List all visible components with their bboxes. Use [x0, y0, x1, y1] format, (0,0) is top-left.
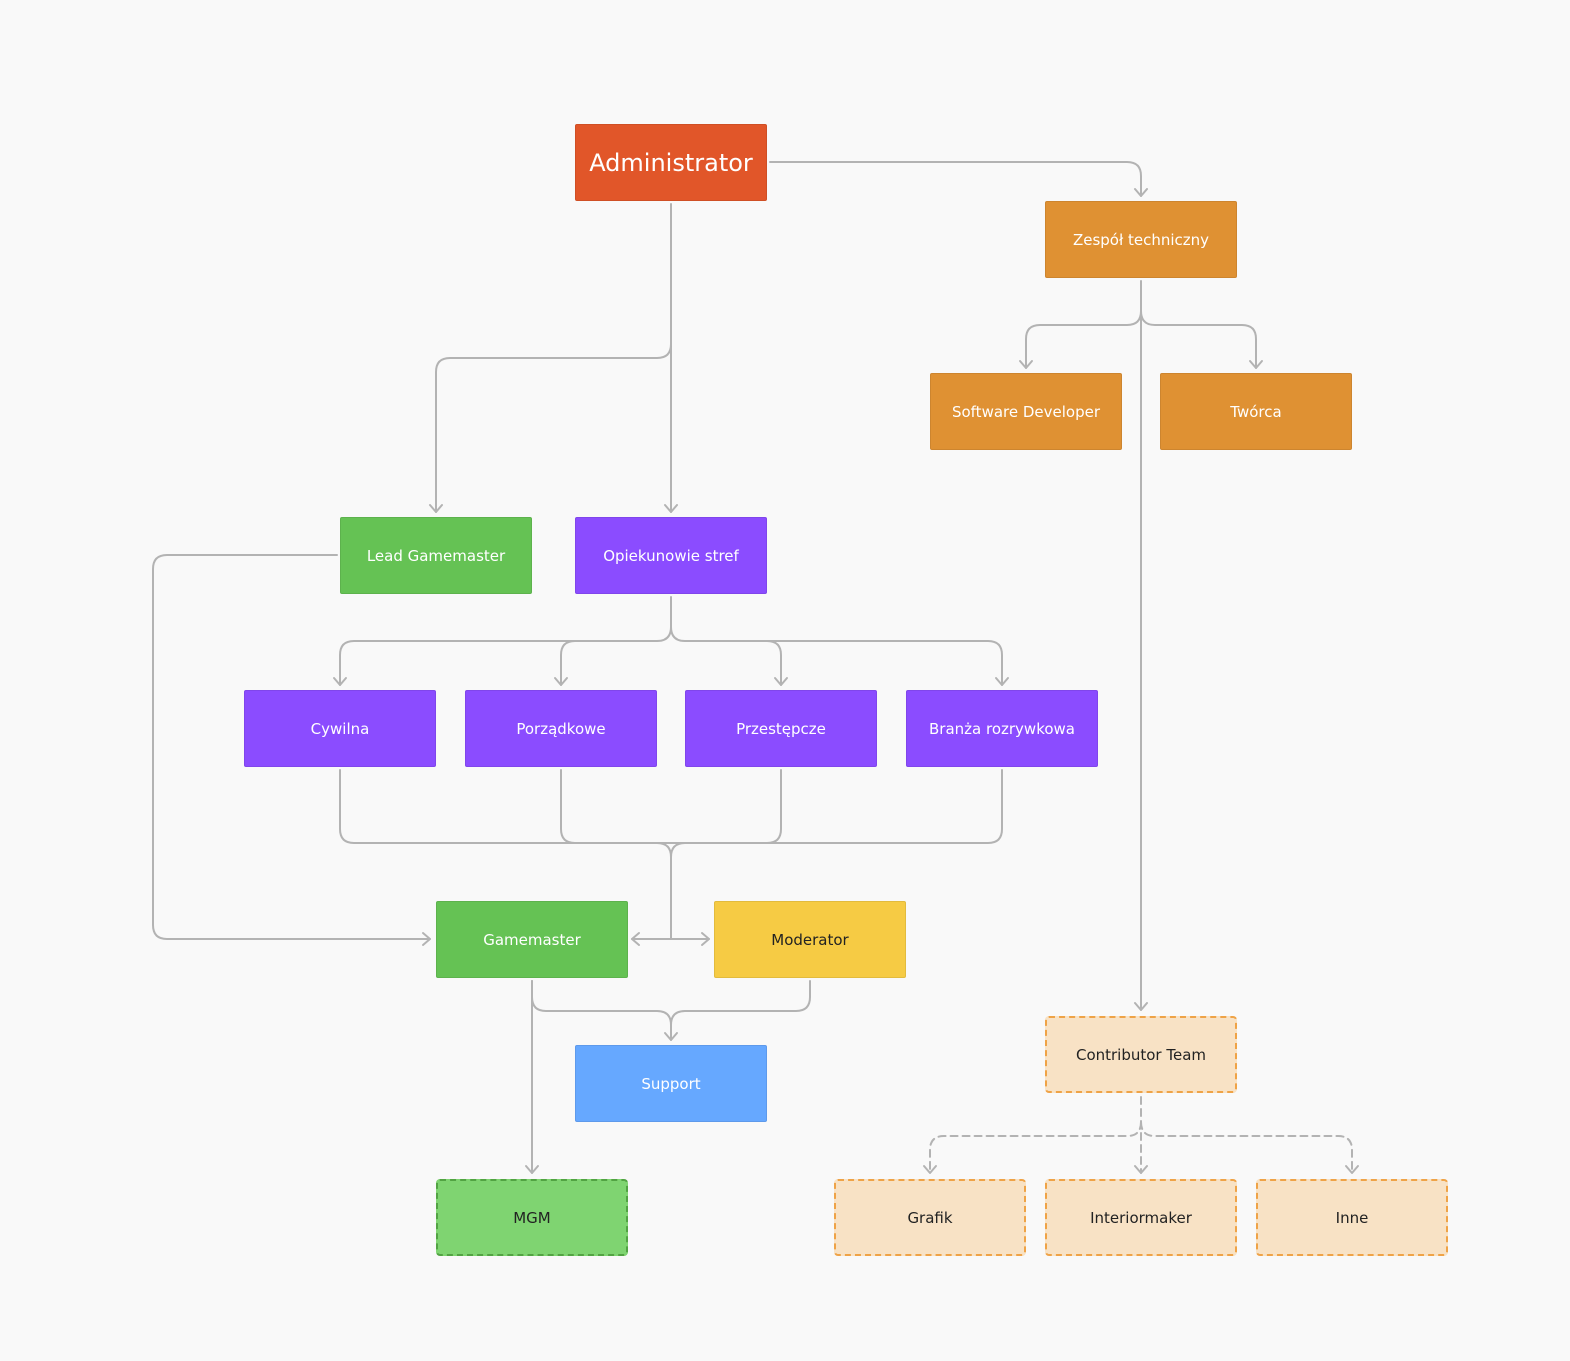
edge-contributor-to-inne-arrowhead: [1345, 1165, 1359, 1174]
edge-opiekunowie-to-przestepcze-arrowhead: [774, 677, 788, 686]
node-grafik[interactable]: Grafik: [834, 1179, 1026, 1256]
node-tworca[interactable]: Twórca: [1160, 373, 1352, 450]
edge-opiekunowie-to-przestepcze: [670, 626, 782, 686]
edge-opiekunowie-to-porzadkowe-arrowhead: [554, 677, 568, 686]
node-przestepcze[interactable]: Przestępcze: [685, 690, 877, 767]
edge-technical-to-tworca-arrowhead: [1249, 360, 1263, 369]
node-opiekunowie-stref[interactable]: Opiekunowie stref: [575, 517, 767, 594]
edge-lead-to-gamemaster: [152, 554, 431, 940]
node-mgm[interactable]: MGM: [436, 1179, 628, 1256]
node-support[interactable]: Support: [575, 1045, 767, 1122]
node-interiormaker[interactable]: Interiormaker: [1045, 1179, 1237, 1256]
node-lead-gamemaster[interactable]: Lead Gamemaster: [340, 517, 532, 594]
node-inne[interactable]: Inne: [1256, 1179, 1448, 1256]
edge-merge-down-left: [656, 842, 672, 940]
edge-contributor-to-grafik-arrowhead: [923, 1165, 937, 1174]
edge-admin-to-opiekunowie-arrowhead: [664, 504, 678, 513]
edge-technical-to-software: [1025, 310, 1142, 369]
node-contributor-team[interactable]: Contributor Team: [1045, 1016, 1237, 1093]
edge-admin-to-technical-arrowhead: [1134, 188, 1148, 197]
edge-admin-to-technical: [769, 161, 1142, 197]
node-moderator[interactable]: Moderator: [714, 901, 906, 978]
node-gamemaster[interactable]: Gamemaster: [436, 901, 628, 978]
edge-opiekunowie-to-branza: [766, 640, 1003, 686]
edge-opiekunowie-to-branza-arrowhead: [995, 677, 1009, 686]
edge-merge-to-moderator-arrowhead: [701, 932, 710, 946]
edge-gamemaster-to-mgm-arrowhead: [525, 1165, 539, 1174]
edge-zones-merge: [339, 769, 1003, 844]
edge-contributor-to-grafik: [929, 1121, 1142, 1174]
edge-lead-to-gamemaster-arrowhead: [422, 932, 431, 946]
node-zespol-techniczny[interactable]: Zespół techniczny: [1045, 201, 1237, 278]
edge-opiekunowie-to-porzadkowe: [560, 640, 658, 686]
node-administrator[interactable]: Administrator: [575, 124, 767, 201]
edge-opiekunowie-to-cywilna-arrowhead: [333, 677, 347, 686]
edge-merge-down-right: [670, 842, 686, 858]
edge-gamemaster-to-support: [531, 980, 672, 1041]
edge-opiekunowie-to-cywilna: [339, 596, 672, 686]
node-porzadkowe[interactable]: Porządkowe: [465, 690, 657, 767]
node-software-developer[interactable]: Software Developer: [930, 373, 1122, 450]
edge-technical-to-software-arrowhead: [1019, 360, 1033, 369]
edge-porzadkowe-merge: [560, 769, 576, 844]
node-cywilna[interactable]: Cywilna: [244, 690, 436, 767]
node-branza-rozrywkowa[interactable]: Branża rozrywkowa: [906, 690, 1098, 767]
edge-technical-to-tworca: [1140, 310, 1257, 369]
edge-admin-to-lead: [435, 343, 672, 513]
edge-przestepcze-merge: [766, 769, 782, 844]
edge-merge-to-gamemaster-arrowhead: [631, 932, 640, 946]
edge-technical-to-contributor-arrowhead: [1134, 1002, 1148, 1011]
edge-contributor-to-interiormaker-arrowhead: [1134, 1165, 1148, 1174]
edge-contributor-to-inne: [1140, 1121, 1353, 1174]
edge-moderator-to-support: [670, 980, 811, 1026]
edge-admin-to-lead-arrowhead: [429, 504, 443, 513]
edge-to-support-arrowhead: [664, 1032, 678, 1041]
